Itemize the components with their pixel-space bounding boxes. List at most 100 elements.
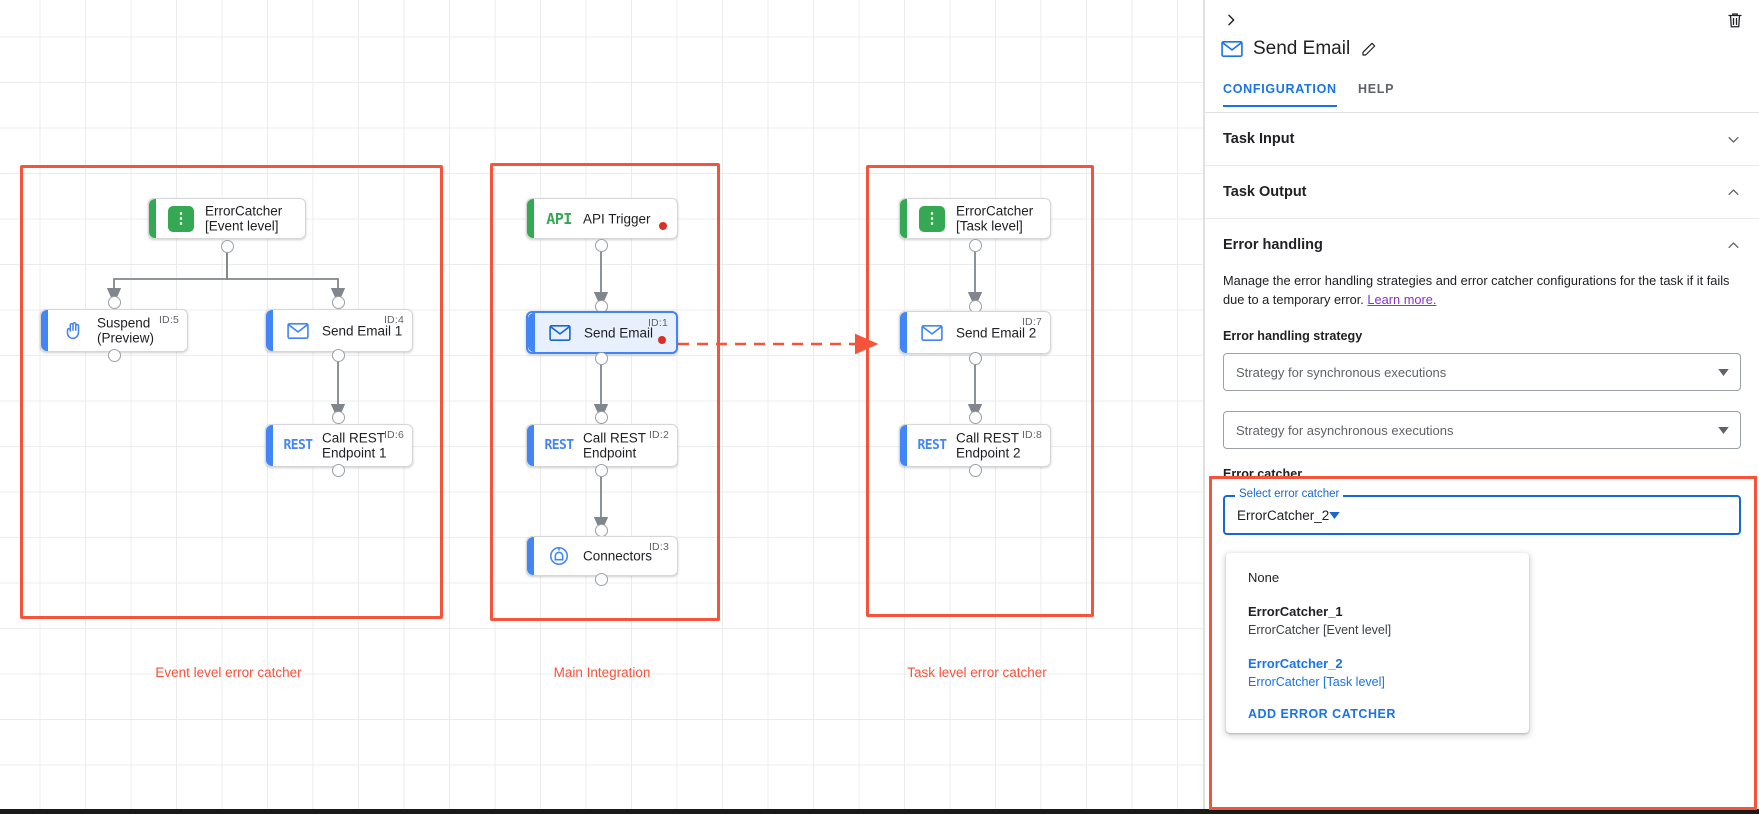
port-send-email-1-in[interactable]: [332, 296, 345, 309]
node-accent: [900, 425, 907, 466]
error-catcher-label: Error catcher: [1223, 467, 1303, 481]
node-connectors[interactable]: Connectors ID:3: [526, 536, 678, 576]
chevron-down-icon: [1329, 506, 1341, 524]
node-accent: [266, 425, 273, 466]
port-call-rest-out[interactable]: [595, 464, 608, 477]
node-call-rest-endpoint-1[interactable]: REST Call REST Endpoint 1 ID:6: [265, 424, 413, 467]
node-errorcatcher-task[interactable]: ⋮ ErrorCatcher [Task level]: [899, 198, 1051, 239]
node-send-email-2[interactable]: Send Email 2 ID:7: [899, 311, 1051, 354]
menu-item-subtitle: ErrorCatcher [Task level]: [1248, 675, 1385, 689]
email-icon: [284, 317, 312, 345]
section-header[interactable]: Task Output: [1223, 184, 1741, 200]
node-errorcatcher-event[interactable]: ⋮ ErrorCatcher [Event level]: [148, 198, 306, 239]
section-header[interactable]: Error handling: [1223, 237, 1741, 253]
port-suspend-out[interactable]: [108, 349, 121, 362]
page-title: Send Email: [1253, 38, 1351, 59]
node-label: Send Email 1: [322, 322, 403, 338]
node-call-rest-endpoint[interactable]: REST Call REST Endpoint ID:2: [526, 424, 678, 467]
email-icon: [546, 319, 574, 347]
node-suspend-preview[interactable]: Suspend (Preview) ID:5: [40, 309, 188, 352]
node-send-email-1[interactable]: Send Email 1 ID:4: [265, 309, 413, 352]
node-send-email-selected[interactable]: Send Email ID:1: [526, 311, 678, 354]
caption-event-level: Event level error catcher: [155, 665, 302, 680]
node-label: Call REST Endpoint: [583, 430, 647, 461]
chevron-right-icon[interactable]: [1217, 6, 1245, 34]
section-error-handling: Error handling Manage the error handling…: [1205, 219, 1759, 535]
async-strategy-select[interactable]: Strategy for asynchronous executions: [1223, 411, 1741, 449]
port-suspend-in[interactable]: [108, 296, 121, 309]
port-call-rest-1-out[interactable]: [332, 464, 345, 477]
rest-icon: REST: [917, 438, 948, 453]
port-connectors-out[interactable]: [595, 573, 608, 586]
rest-icon: REST: [283, 438, 314, 453]
section-task-output[interactable]: Task Output: [1205, 166, 1759, 219]
api-icon: API: [546, 209, 572, 228]
node-label: API Trigger: [583, 210, 651, 226]
node-id: ID:3: [648, 541, 669, 553]
node-call-rest-endpoint-2[interactable]: REST Call REST Endpoint 2 ID:8: [899, 424, 1051, 467]
node-label: Connectors: [583, 548, 653, 564]
node-id: ID:7: [1021, 316, 1042, 328]
workflow-canvas[interactable]: Event level error catcher Main Integrati…: [0, 0, 1205, 814]
delete-icon[interactable]: [1721, 6, 1749, 34]
node-accent: [266, 310, 273, 351]
menu-item-none[interactable]: None: [1226, 563, 1529, 593]
port-send-email-2-out[interactable]: [969, 352, 982, 365]
section-header[interactable]: Task Input: [1223, 131, 1741, 147]
group-box-task-level: [866, 165, 1094, 617]
node-label: Call REST Endpoint 2: [956, 430, 1021, 461]
email-icon: [1221, 40, 1243, 58]
node-accent: [527, 537, 534, 575]
learn-more-link[interactable]: Learn more.: [1367, 292, 1437, 307]
menu-item-errorcatcher-2[interactable]: ErrorCatcher_2 ErrorCatcher [Task level]: [1226, 645, 1529, 697]
section-task-input[interactable]: Task Input: [1205, 113, 1759, 166]
suspend-hand-icon: [59, 317, 87, 345]
node-accent: [900, 199, 907, 238]
bottom-bar: [0, 809, 1759, 814]
edit-pencil-icon[interactable]: [1360, 40, 1378, 58]
port-call-rest-2-in[interactable]: [969, 411, 982, 424]
error-indicator-dot: [659, 222, 667, 230]
chevron-down-icon: [1718, 421, 1729, 439]
error-catcher-dropdown-menu[interactable]: None ErrorCatcher_1 ErrorCatcher [Event …: [1226, 553, 1529, 733]
chevron-up-icon[interactable]: [1725, 237, 1741, 253]
error-catcher-select[interactable]: Select error catcher ErrorCatcher_2: [1223, 488, 1741, 535]
node-id: ID:4: [383, 314, 404, 326]
node-label: Send Email 2: [956, 324, 1037, 340]
node-id: ID:2: [648, 429, 669, 441]
port-send-email-out[interactable]: [595, 352, 608, 365]
port-errorcatcher-task-out[interactable]: [969, 239, 982, 252]
node-id: ID:8: [1021, 429, 1042, 441]
node-label: Suspend (Preview): [97, 315, 155, 346]
rest-icon: REST: [544, 438, 575, 453]
section-title: Error handling: [1223, 237, 1323, 253]
section-title: Task Input: [1223, 131, 1295, 147]
menu-item-errorcatcher-1[interactable]: ErrorCatcher_1 ErrorCatcher [Event level…: [1226, 593, 1529, 645]
node-id: ID:1: [647, 317, 668, 329]
error-catcher-icon: ⋮: [918, 205, 946, 233]
panel-tabs: CONFIGURATION HELP: [1205, 82, 1759, 113]
error-handling-strategy-label: Error handling strategy: [1223, 329, 1363, 343]
node-api-trigger[interactable]: API API Trigger: [526, 198, 678, 239]
email-icon: [918, 319, 946, 347]
port-errorcatcher-event-out[interactable]: [221, 240, 234, 253]
port-api-trigger-out[interactable]: [595, 239, 608, 252]
canvas-panel-divider: [1203, 0, 1205, 814]
port-call-rest-2-out[interactable]: [969, 464, 982, 477]
sync-strategy-select[interactable]: Strategy for synchronous executions: [1223, 353, 1741, 391]
port-call-rest-1-in[interactable]: [332, 411, 345, 424]
tab-help[interactable]: HELP: [1358, 82, 1395, 96]
chevron-up-icon[interactable]: [1725, 184, 1741, 200]
group-box-event-level: [20, 165, 443, 619]
port-call-rest-in[interactable]: [595, 411, 608, 424]
panel-header: Send Email: [1205, 0, 1759, 78]
chevron-down-icon[interactable]: [1725, 131, 1741, 147]
tab-configuration[interactable]: CONFIGURATION: [1223, 82, 1337, 107]
error-catcher-value: ErrorCatcher_2: [1237, 507, 1330, 523]
port-send-email-1-out[interactable]: [332, 349, 345, 362]
connectors-icon: [545, 542, 573, 570]
add-error-catcher-button[interactable]: ADD ERROR CATCHER: [1248, 707, 1396, 721]
menu-item-title: None: [1248, 570, 1280, 585]
node-accent: [527, 425, 534, 466]
